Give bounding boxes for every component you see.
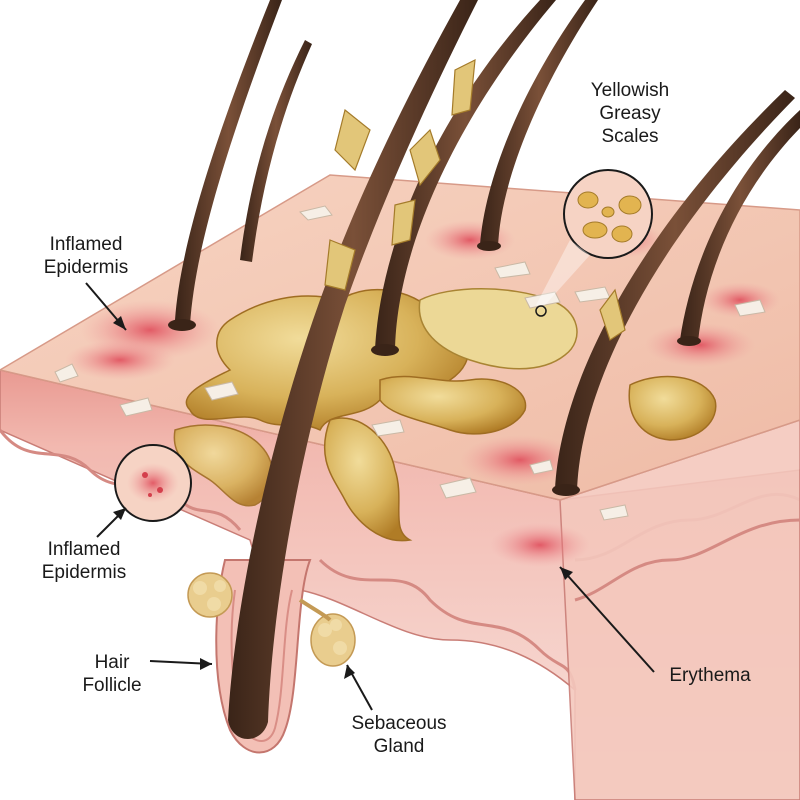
label-line: Epidermis	[43, 257, 129, 278]
hairs	[168, 0, 800, 740]
label-line: Scales	[601, 126, 659, 147]
pointer-arrowheads	[113, 316, 573, 679]
right-face-wave	[574, 518, 800, 602]
sebaceous-gland-right	[298, 598, 356, 667]
hair-6	[680, 110, 800, 342]
label-line: Inflamed	[47, 539, 121, 560]
label-line: Inflamed	[49, 234, 123, 255]
skin-flakes	[54, 205, 766, 521]
hair-3	[375, 0, 556, 352]
label-yellowish-greasy-scales: Yellowish Greasy Scales	[574, 79, 686, 148]
label-line: Erythema	[669, 665, 751, 686]
hair-main	[228, 0, 478, 740]
label-erythema: Erythema	[655, 664, 765, 687]
label-sebaceous-gland: Sebaceous Gland	[345, 712, 453, 758]
epidermis-callout	[114, 444, 192, 522]
hair-5	[555, 90, 795, 492]
sebaceous-gland-left	[187, 572, 233, 618]
hair-4	[480, 0, 598, 248]
hair-2	[240, 40, 312, 262]
label-line: Gland	[373, 736, 425, 757]
label-inflamed-epidermis-bottom: Inflamed Epidermis	[28, 538, 140, 584]
label-inflamed-epidermis-top: Inflamed Epidermis	[30, 233, 142, 279]
hair-1	[175, 0, 282, 325]
label-hair-follicle: Hair Follicle	[76, 651, 148, 697]
scales-callout	[535, 169, 653, 317]
label-line: Greasy	[599, 103, 661, 124]
label-line: Epidermis	[41, 562, 127, 583]
hair-scales	[324, 58, 626, 341]
label-line: Follicle	[82, 675, 142, 696]
label-line: Sebaceous	[351, 713, 447, 734]
label-line: Hair	[94, 652, 130, 673]
label-line: Yellowish	[590, 80, 670, 101]
